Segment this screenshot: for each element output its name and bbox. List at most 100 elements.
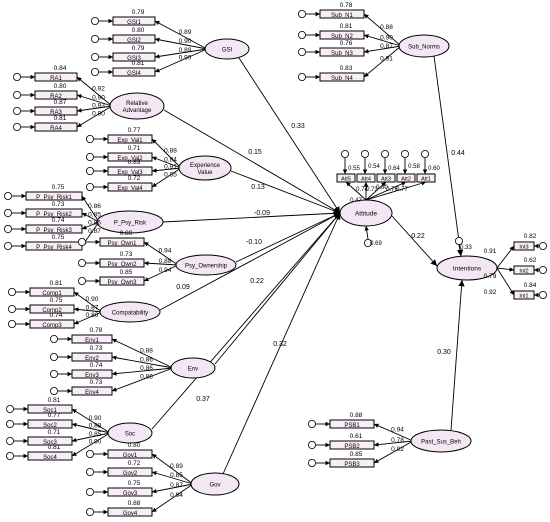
po-indicator-r2: 0.73 (120, 251, 133, 258)
ev-indicator-box (107, 152, 153, 162)
psb-indicator-label: PSB3 (344, 462, 360, 468)
env-indicator-r2: 0.78 (90, 327, 103, 334)
psb-loading-value: 0.94 (391, 427, 404, 434)
gsi-error-term (91, 53, 100, 62)
ppr-loading-value: 0.86 (88, 203, 101, 210)
env-loading-arrow (111, 367, 174, 392)
ev-loading-value: 0.88 (164, 148, 177, 155)
gov-to-attitude-path (222, 212, 341, 475)
comp-indicator-box (29, 304, 75, 314)
gsi-indicator-label: GSI1 (127, 20, 141, 26)
po-to-attitude-path (235, 212, 341, 263)
ev-indicator-box (107, 182, 153, 192)
ppr-indicator-box (25, 208, 83, 218)
po-indicator-label: Psy_Own3 (107, 280, 137, 286)
attitude-disturbance (363, 238, 372, 247)
soc-indicator-label: Soc2 (43, 423, 57, 429)
ppr-indicator-box (25, 224, 83, 234)
ev-indicator-label: Exp_Val3 (117, 170, 143, 176)
sn-indicator-r2: 0.76 (340, 40, 353, 47)
ra-latent (109, 92, 165, 120)
ppr-loading-arrow (81, 212, 100, 223)
attitude-indicator-box (416, 173, 436, 183)
comp-loading-value: 0.87 (86, 305, 99, 312)
comp-loading-arrow (73, 291, 103, 313)
sn-error-term (297, 30, 306, 39)
sn-loading-arrow (363, 34, 402, 47)
attitude-error-term (400, 149, 409, 158)
ppr-indicator-label: P_Psy_Risk2 (36, 212, 72, 218)
sn-loading-value: 0.90 (380, 35, 393, 42)
gov-indicator-r2: 0.88 (128, 500, 141, 507)
attitude-indicator-label: Att5 (341, 177, 351, 183)
soc-indicator-label: Soc3 (43, 440, 57, 446)
gov-indicator-label: Gov1 (123, 453, 138, 459)
intentions-indicator-label: Int1 (519, 294, 528, 300)
attitude-indicator-r2: 0.64 (388, 166, 400, 172)
intentions-error-term (539, 290, 548, 299)
ppr-loading-arrow (81, 221, 100, 230)
ev-indicator-box (107, 134, 153, 144)
env-loading-value: 0.88 (140, 348, 153, 355)
gov-loading-value: 0.85 (170, 472, 183, 479)
sn-indicator-label: Sub_N1 (331, 13, 353, 19)
env-error-term (50, 352, 59, 361)
gov-latent-label: Gov (209, 483, 220, 489)
gov-latent (190, 472, 240, 496)
ppr-indicator-label: P_Psy_Risk1 (36, 195, 72, 201)
ev-indicator-r2: 0.83 (128, 159, 141, 166)
attitude-loading-value: 0.77 (396, 187, 408, 193)
gsi-indicator-r2: 0.79 (132, 45, 145, 52)
gov-loading-value: 0.89 (170, 463, 183, 470)
soc-latent-label: Soc (125, 432, 135, 438)
ra-loading-value: 0.90 (92, 111, 105, 118)
sn-indicator-label: Sub_N2 (331, 34, 353, 40)
ra-indicator-r2: 0.81 (54, 115, 67, 122)
soc-indicator-box (27, 451, 73, 461)
gov-error-term (86, 467, 95, 476)
sn-indicator-box (319, 30, 365, 40)
gsi-loading-arrow (154, 48, 208, 59)
intentions-error-term (539, 265, 548, 274)
soc-loading-value: 0.90 (89, 439, 102, 446)
env-indicator-label: Env4 (85, 390, 99, 396)
attitude-indicator-label: Att4 (361, 177, 371, 183)
po-latent (175, 254, 237, 276)
psb-indicator-label: PSB1 (344, 423, 360, 429)
soc-indicator-box (27, 404, 73, 414)
intentions-loading-value: 0.91 (484, 248, 497, 255)
intentions-indicator-box (513, 290, 535, 300)
comp-loading-arrow (73, 311, 103, 325)
ra-error-term (12, 107, 21, 116)
ppr-indicator-label: P_Psy_Risk4 (36, 245, 72, 251)
ra-error-term (12, 123, 21, 132)
soc-error-term (6, 404, 14, 413)
soc-indicator-r2: 0.81 (48, 444, 61, 451)
po-latent-label: Psy_Ownership (185, 264, 228, 270)
soc-indicator-r2: 0.77 (48, 412, 61, 419)
ra-loading-value: 0.93 (92, 103, 105, 110)
ppr-indicator-r2: 0.75 (52, 234, 65, 241)
soc-to-attitude-path (151, 212, 341, 430)
env-indicator-r2: 0.73 (90, 379, 103, 386)
ev-loading-arrow (151, 167, 182, 173)
gov-indicator-r2: 0.75 (128, 480, 141, 487)
sn-loading-arrow (363, 45, 402, 78)
sn-loading-value: 0.91 (380, 56, 393, 63)
env-indicator-box (71, 352, 113, 362)
comp-error-term (7, 287, 16, 296)
comp-indicator-r2: 0.75 (50, 297, 63, 304)
comp-indicator-box (29, 287, 75, 297)
gsi-loading-value: 0.90 (179, 55, 192, 62)
psb-loading-arrow (373, 440, 414, 447)
comp-loading-value: 0.90 (86, 296, 99, 303)
sn-indicator-label: Sub_N3 (331, 51, 353, 57)
ppr-to-attitude-path (162, 210, 341, 223)
comp-indicator-r2: 0.81 (50, 280, 63, 287)
comp-indicator-label: Comp2 (42, 308, 62, 314)
soc-loading-arrow (71, 422, 111, 434)
env-indicator-label: Env1 (85, 338, 99, 344)
env-indicator-r2: 0.74 (90, 362, 103, 369)
gsi-loading-value: 0.89 (179, 29, 192, 36)
